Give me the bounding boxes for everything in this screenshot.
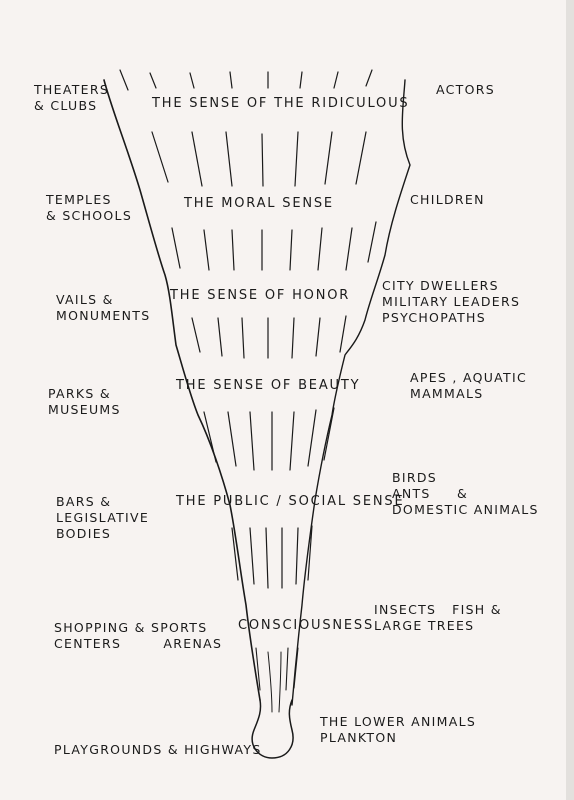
band-6-strokes [255,647,299,691]
band-3-strokes [191,315,347,359]
funnel-left-outline [103,79,261,701]
being-lower-animals-plankton: THE LOWER ANIMALS PLANKTON [320,714,477,745]
band-4-strokes [203,407,335,471]
place-temples-schools: TEMPLES & SCHOOLS [46,192,133,223]
sense-moral-label: THE MORAL SENSE [184,196,334,211]
funnel-stem-center-2 [278,651,282,713]
place-vails-monuments: VAILS & MONUMENTS [56,292,151,323]
sense-public-social-label: THE PUBLIC / SOCIAL SENSE [176,494,405,509]
place-bars-legislative-bodies: BARS & LEGISLATIVE BODIES [56,494,150,541]
funnel-stem-center [267,651,273,713]
being-children: CHILDREN [410,192,485,207]
place-playgrounds-highways: PLAYGROUNDS & HIGHWAYS [54,742,262,757]
place-parks-museums: PARKS & MUSEUMS [48,386,121,417]
funnel-right-outline [291,79,411,706]
band-2-strokes [171,221,377,271]
place-shopping-sports: SHOPPING & SPORTS CENTERS ARENAS [54,620,223,651]
being-insects-fish-trees: INSECTS FISH & LARGE TREES [374,602,502,633]
being-birds-ants-domestic: BIRDS ANTS & DOMESTIC ANIMALS [392,470,539,517]
sense-beauty-label: THE SENSE OF BEAUTY [176,378,361,393]
band-1-strokes [119,69,373,187]
band-5-strokes [231,525,313,589]
funnel-bulb [251,699,294,759]
sense-ridiculous-label: THE SENSE OF THE RIDICULOUS [152,96,410,111]
being-actors: ACTORS [436,82,495,97]
sense-consciousness-label: CONSCIOUSNESS [238,618,375,633]
place-theaters-clubs: THEATERS & CLUBS [34,82,110,113]
being-city-military-psychopaths: CITY DWELLERS MILITARY LEADERS PSYCHOPAT… [382,278,521,325]
paper-edge-shadow [566,0,574,800]
sense-honor-label: THE SENSE OF HONOR [170,288,351,303]
being-apes-aquatic-mammals: APES , AQUATIC MAMMALS [410,370,527,401]
